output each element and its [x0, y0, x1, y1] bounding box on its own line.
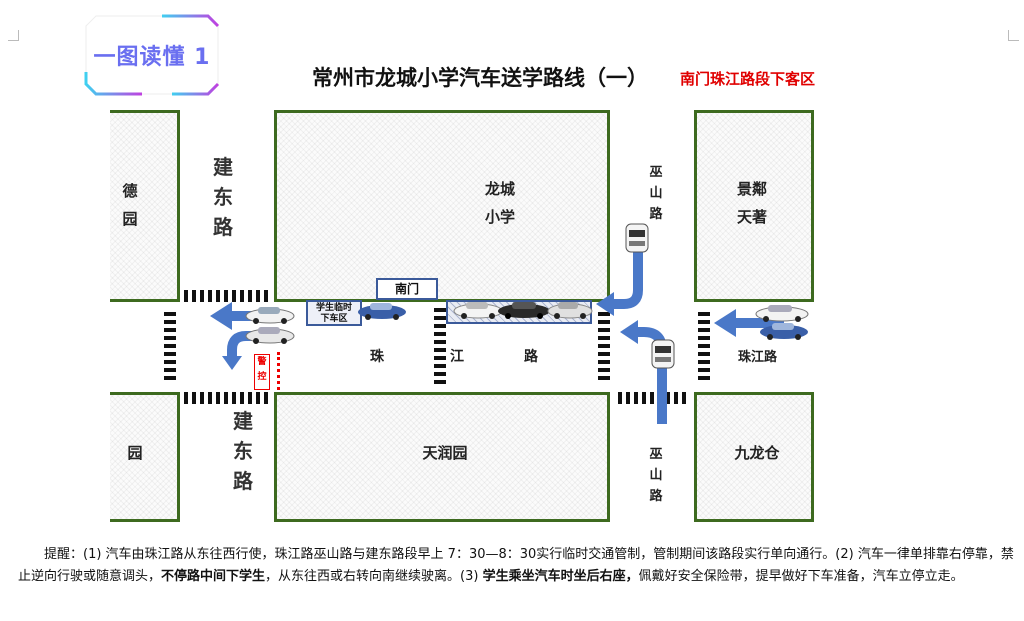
- jingxi-label-1: 景鄰: [736, 180, 767, 198]
- block-left-top-label-2: 园: [122, 210, 138, 228]
- jingxi-label-2: 天著: [736, 208, 767, 226]
- block-left-bottom: [110, 392, 180, 522]
- school-label-1: 龙城: [484, 180, 515, 198]
- route-graphics: [210, 223, 809, 424]
- wushan-road-bottom-2: 山: [649, 468, 663, 483]
- crosswalk-east-right: [698, 312, 710, 380]
- car-5: [245, 307, 295, 324]
- crosswalk-west-left: [164, 312, 176, 380]
- page-title: 常州市龙城小学汽车送学路线（一）: [312, 65, 648, 90]
- dropoff-zone-label-1: 学生临时: [315, 303, 352, 313]
- police-red-marks: [277, 352, 288, 390]
- note-part-2: ，从东往西或右转向南继续驶离。(3): [265, 569, 483, 584]
- block-jingxi: [694, 110, 814, 302]
- badge: 一图读懂 1: [82, 12, 222, 98]
- crosswalks: [164, 290, 710, 404]
- jiandong-road-top-1: 建: [213, 155, 233, 179]
- school-label-2: 小学: [484, 208, 515, 226]
- arrow-from-north: [612, 248, 643, 309]
- police-box-label-1: 警: [257, 357, 267, 367]
- wushan-road-top-1: 巫: [649, 165, 663, 180]
- block-left-top-label-1: 德: [122, 182, 138, 200]
- zhujiang-road-label-east: 珠江路: [738, 350, 778, 365]
- jiandong-road-bottom-3: 路: [233, 469, 253, 493]
- south-gate-label: 南门: [394, 282, 419, 296]
- arrow-from-south-head: [620, 320, 638, 344]
- wushan-road-top-2: 山: [649, 186, 663, 201]
- arrow-turn-south-head: [222, 356, 242, 370]
- south-gate: 南门: [376, 278, 438, 300]
- police-box-label-2: 控: [257, 372, 267, 382]
- car-4: [547, 302, 593, 319]
- zhujiang-road-char-1: 珠: [370, 349, 384, 365]
- route-map: 德 园 龙城 小学 景鄰 天著 园 天润园 九龙仓: [110, 110, 814, 522]
- arrow-from-north-head: [596, 292, 614, 316]
- block-left-top: [110, 110, 180, 302]
- car-8: [760, 323, 808, 340]
- wushan-road-bottom-3: 路: [649, 489, 663, 504]
- note-bold-1: 不停路中间下学生: [161, 569, 266, 584]
- crosswalk-west-top: [184, 290, 268, 302]
- police-box: 警 控: [254, 354, 270, 390]
- car-6: [245, 327, 295, 344]
- block-left-bottom-label: 园: [127, 444, 143, 462]
- car-3: [498, 302, 550, 319]
- note-part-1: 提醒：(1) 汽车由珠江路从东往西行使，珠江路巫山路与建东路段早上 7：30—8…: [18, 547, 1014, 584]
- crosswalk-center: [434, 308, 446, 384]
- jiandong-road-top-2: 东: [213, 185, 233, 209]
- wushan-road-top-3: 路: [649, 207, 663, 222]
- wushan-road-bottom-1: 巫: [649, 447, 663, 462]
- badge-frame: [84, 14, 220, 96]
- car-9: [625, 223, 649, 253]
- dropoff-zone-label-2: 下车区: [320, 314, 348, 324]
- arrow-east-incoming: [714, 309, 784, 337]
- reminder-note: 提醒：(1) 汽车由珠江路从东往西行使，珠江路巫山路与建东路段早上 7：30—8…: [18, 544, 1018, 588]
- crop-mark-tl: [8, 30, 19, 41]
- car-7: [755, 305, 809, 322]
- jiandong-road-bottom-1: 建: [233, 409, 253, 433]
- jiandong-road-top-3: 路: [213, 215, 233, 239]
- car-2: [453, 302, 503, 319]
- crosswalk-east-left: [598, 312, 610, 380]
- zhujiang-road-char-3: 路: [524, 349, 538, 365]
- car-1: [358, 303, 406, 320]
- note-bold-2: 学生乘坐汽车时坐后右座，: [482, 569, 639, 584]
- jiulong-label: 九龙仓: [734, 444, 780, 462]
- page-subtitle: 南门珠江路段下客区: [680, 70, 816, 88]
- block-tianrun: [274, 392, 610, 522]
- crosswalk-west-bottom: [184, 392, 268, 404]
- block-jiulong: [694, 392, 814, 522]
- jiandong-road-bottom-2: 东: [233, 439, 253, 463]
- badge-label: 一图读懂 1: [93, 45, 211, 70]
- zhujiang-road-char-2: 江: [450, 349, 464, 365]
- note-part-3: 佩戴好安全保险带，提早做好下车准备，汽车立停立走。: [638, 569, 964, 584]
- car-10: [651, 339, 675, 369]
- tianrun-label: 天润园: [422, 444, 468, 462]
- crop-mark-tr: [1008, 30, 1019, 41]
- block-school: [274, 110, 610, 302]
